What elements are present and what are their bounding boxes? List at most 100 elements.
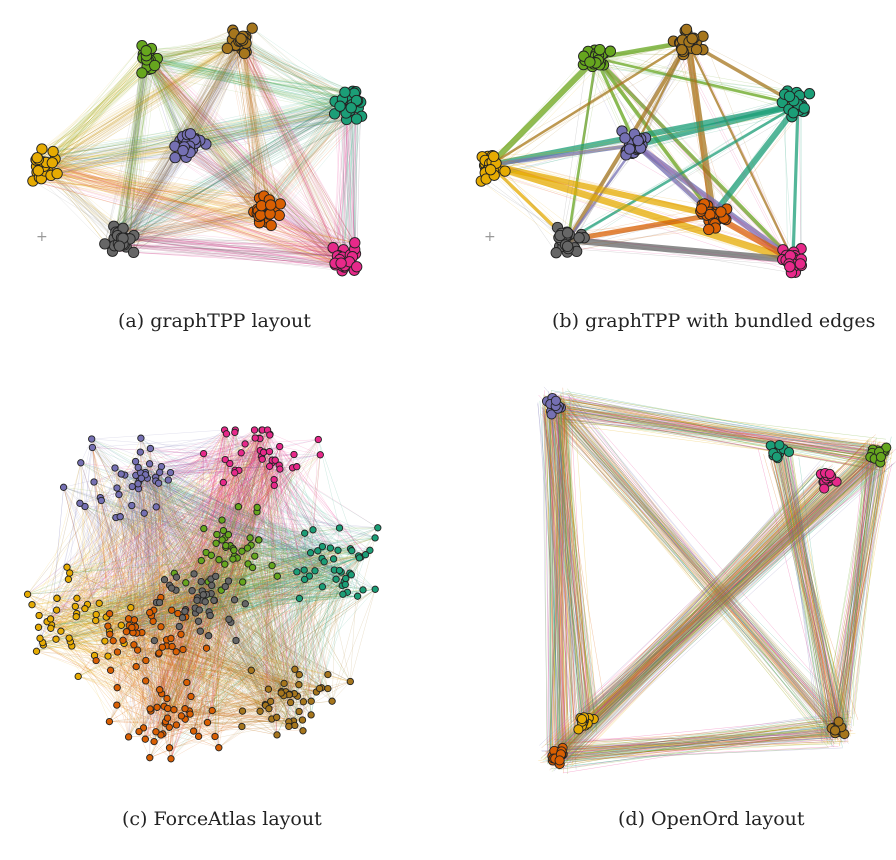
node bbox=[146, 608, 154, 617]
node bbox=[200, 524, 208, 533]
node bbox=[348, 547, 356, 555]
node bbox=[499, 165, 511, 177]
node bbox=[65, 634, 73, 642]
caption-d: (d) OpenOrd layout bbox=[618, 808, 805, 830]
node bbox=[318, 542, 327, 551]
node bbox=[105, 717, 114, 726]
node bbox=[186, 710, 194, 718]
node bbox=[128, 623, 136, 632]
edge-bundle bbox=[567, 236, 794, 264]
caption-a: (a) graphTPP layout bbox=[118, 310, 311, 332]
node bbox=[36, 634, 44, 642]
node bbox=[153, 703, 161, 711]
edge-bundle bbox=[634, 142, 795, 263]
node bbox=[157, 731, 165, 739]
node bbox=[277, 689, 285, 697]
node bbox=[361, 551, 370, 559]
node bbox=[131, 457, 140, 466]
node bbox=[219, 526, 228, 535]
node bbox=[246, 22, 258, 34]
node bbox=[686, 33, 698, 45]
node bbox=[207, 551, 215, 559]
node bbox=[234, 503, 243, 511]
node bbox=[124, 615, 133, 623]
network-plot-a: + bbox=[27, 22, 368, 277]
edge-bundle bbox=[487, 55, 599, 168]
node bbox=[92, 616, 100, 625]
node bbox=[113, 648, 122, 656]
node bbox=[117, 470, 125, 478]
node bbox=[221, 560, 229, 568]
node bbox=[334, 100, 346, 112]
node bbox=[117, 621, 125, 629]
node bbox=[273, 572, 281, 580]
node bbox=[95, 599, 103, 607]
node bbox=[819, 483, 830, 494]
node bbox=[299, 698, 308, 706]
node bbox=[31, 152, 43, 164]
node bbox=[165, 744, 174, 752]
node bbox=[265, 199, 277, 211]
node bbox=[113, 684, 121, 692]
node bbox=[224, 577, 233, 585]
node bbox=[238, 707, 247, 715]
node bbox=[604, 45, 617, 57]
node bbox=[293, 463, 301, 471]
node bbox=[132, 662, 140, 671]
node bbox=[155, 598, 164, 607]
node bbox=[298, 716, 307, 724]
node bbox=[179, 645, 187, 654]
node bbox=[345, 102, 357, 114]
node bbox=[265, 219, 277, 232]
node bbox=[238, 547, 246, 555]
nodes-layer bbox=[541, 392, 892, 770]
node bbox=[295, 671, 303, 679]
caption-c: (c) ForceAtlas layout bbox=[122, 808, 322, 830]
node bbox=[213, 530, 221, 539]
node bbox=[371, 534, 379, 542]
edge-bundle bbox=[594, 56, 795, 262]
node bbox=[276, 465, 284, 473]
node bbox=[158, 643, 166, 651]
node bbox=[167, 584, 176, 592]
node bbox=[46, 615, 55, 623]
node bbox=[231, 469, 239, 477]
node bbox=[307, 697, 315, 705]
node bbox=[199, 449, 208, 458]
node bbox=[71, 602, 79, 611]
node bbox=[318, 583, 327, 591]
edge-bundle bbox=[488, 161, 795, 264]
node bbox=[34, 623, 43, 631]
node bbox=[359, 586, 367, 594]
node bbox=[81, 605, 89, 613]
node bbox=[149, 59, 161, 72]
node bbox=[224, 531, 233, 539]
node bbox=[166, 468, 175, 477]
node bbox=[170, 706, 178, 714]
node bbox=[253, 503, 261, 512]
node bbox=[300, 575, 309, 584]
node bbox=[218, 516, 226, 524]
node bbox=[295, 707, 303, 716]
node bbox=[46, 157, 58, 169]
node bbox=[195, 606, 203, 614]
node bbox=[273, 713, 281, 721]
node bbox=[329, 555, 338, 563]
node bbox=[164, 704, 172, 713]
node bbox=[99, 238, 111, 250]
node bbox=[32, 165, 44, 177]
node bbox=[106, 666, 115, 674]
node bbox=[146, 444, 155, 453]
edge-bundle bbox=[710, 103, 801, 217]
node bbox=[189, 727, 198, 735]
node bbox=[32, 647, 41, 655]
node bbox=[690, 43, 703, 56]
node bbox=[341, 580, 349, 589]
node bbox=[208, 706, 216, 715]
node bbox=[113, 701, 121, 709]
node bbox=[63, 563, 71, 571]
node bbox=[241, 440, 249, 448]
node bbox=[163, 714, 172, 722]
node bbox=[350, 113, 363, 125]
node bbox=[146, 754, 154, 762]
